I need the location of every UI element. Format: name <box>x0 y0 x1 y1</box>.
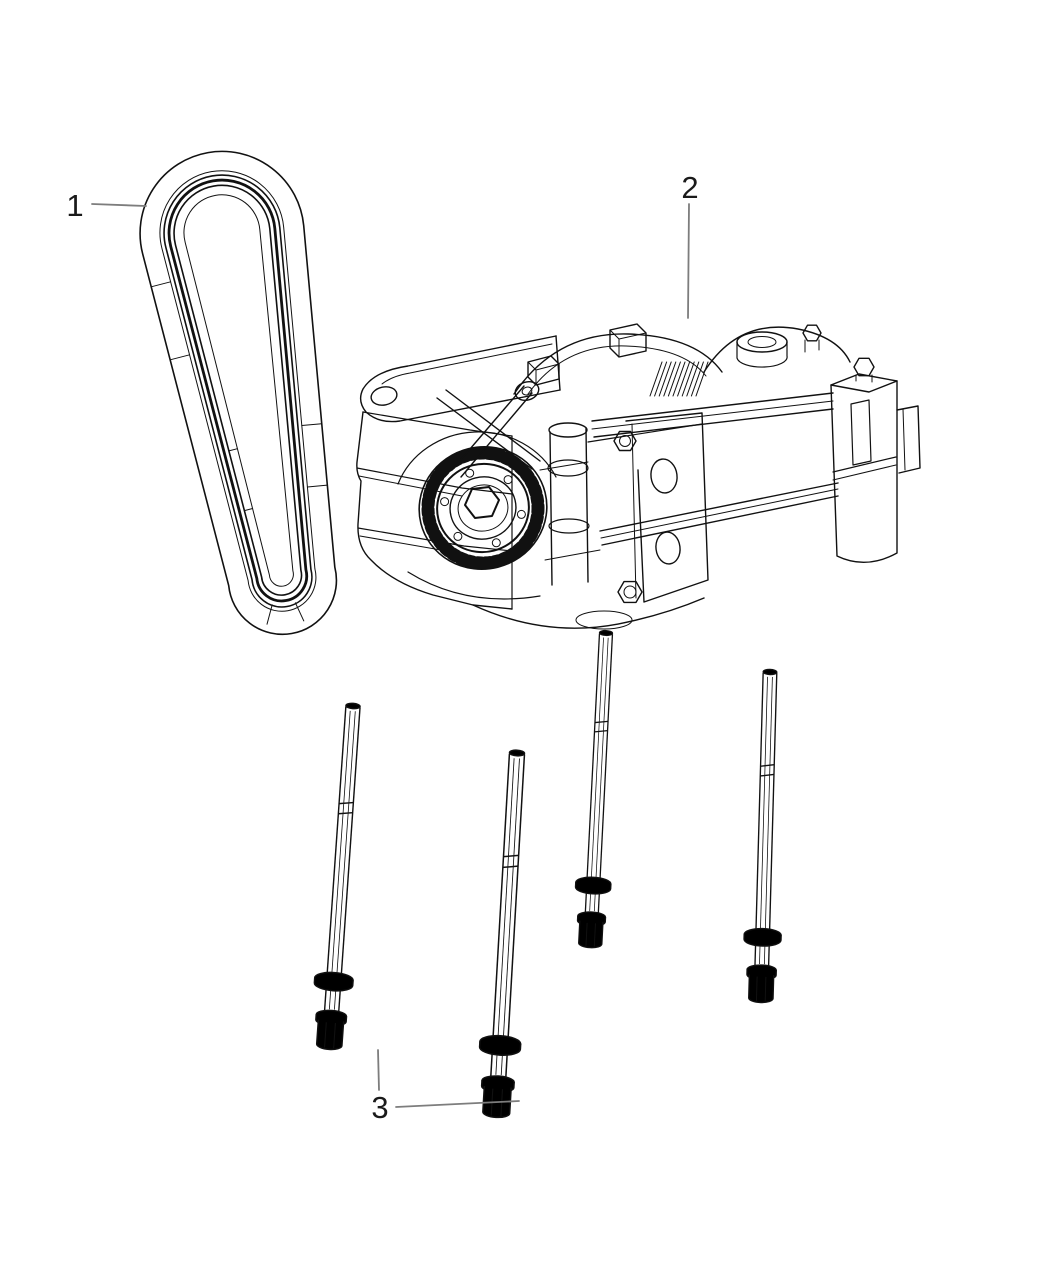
mounting-bolt-1 <box>309 701 374 1052</box>
module-top-housing <box>513 323 851 397</box>
balance-shaft-oil-pump-module <box>356 323 921 630</box>
leader-line-2 <box>687 203 690 319</box>
balance-shaft-sprocket <box>418 446 548 570</box>
callout-label-3: 3 <box>371 1090 388 1125</box>
module-side-rails <box>591 392 839 546</box>
callout-label-1: 1 <box>66 188 83 223</box>
module-brace <box>436 380 541 478</box>
leader-line-1 <box>91 203 147 207</box>
module-center-plate <box>539 412 709 604</box>
mounting-bolt-2 <box>474 748 539 1120</box>
belt-segment-ticks <box>150 281 328 625</box>
exploded-view-drawing <box>139 150 921 1120</box>
leader-line-3b <box>395 1100 520 1108</box>
callout-labels: 1 2 3 <box>66 170 698 1125</box>
module-bottom <box>472 597 705 630</box>
mounting-bolt-4 <box>741 668 790 1004</box>
module-center-pillar <box>547 422 590 586</box>
mounting-bolts <box>309 629 790 1120</box>
callout-label-2: 2 <box>681 170 698 205</box>
helical-gear-hatch <box>649 361 709 397</box>
callout-leader-lines <box>91 203 690 1108</box>
balance-shaft-drive-belt <box>139 150 338 636</box>
mounting-bolt-3 <box>571 629 625 950</box>
module-right-tower <box>830 357 921 564</box>
leader-line-3a <box>377 1049 380 1091</box>
